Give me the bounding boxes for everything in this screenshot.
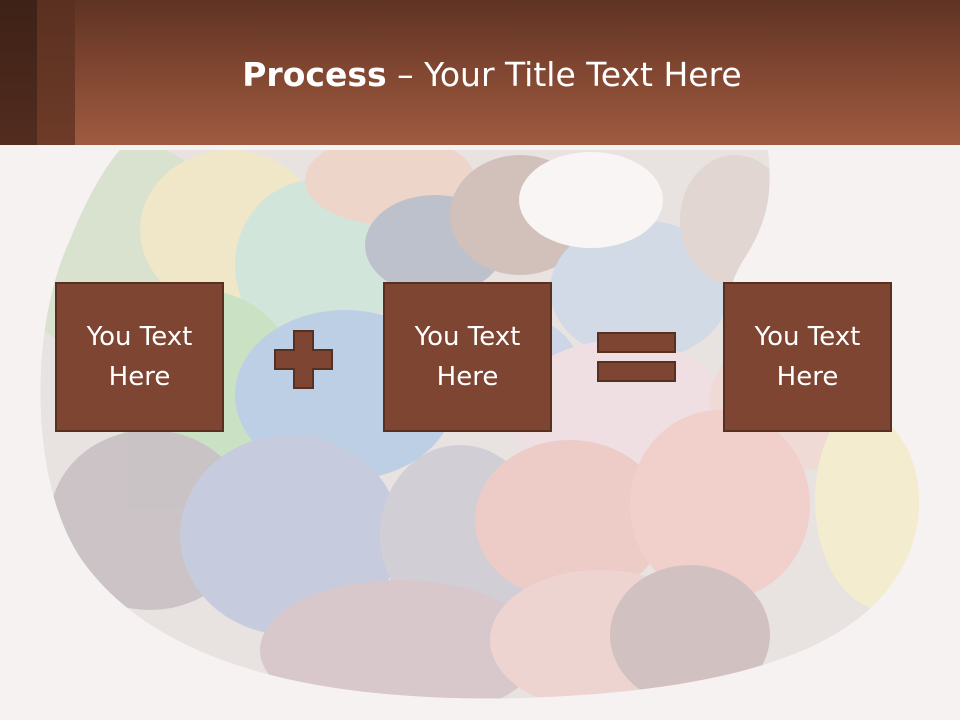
title-accent-stripe xyxy=(37,0,75,145)
process-box[interactable]: You Text Here xyxy=(55,282,224,432)
process-box-text: You Text Here xyxy=(754,322,861,392)
plus-icon xyxy=(274,330,333,389)
process-box[interactable]: You Text Here xyxy=(723,282,892,432)
slide-title: Process – Your Title Text Here xyxy=(0,52,960,98)
process-box[interactable]: You Text Here xyxy=(383,282,552,432)
title-bold-part: Process xyxy=(242,55,387,94)
process-box-text: You Text Here xyxy=(414,322,521,392)
title-accent-stripe xyxy=(0,0,37,145)
title-rest: – Your Title Text Here xyxy=(386,55,742,94)
process-box-text: You Text Here xyxy=(86,322,193,392)
equals-icon xyxy=(597,332,676,382)
title-band: Process – Your Title Text Here xyxy=(0,0,960,145)
